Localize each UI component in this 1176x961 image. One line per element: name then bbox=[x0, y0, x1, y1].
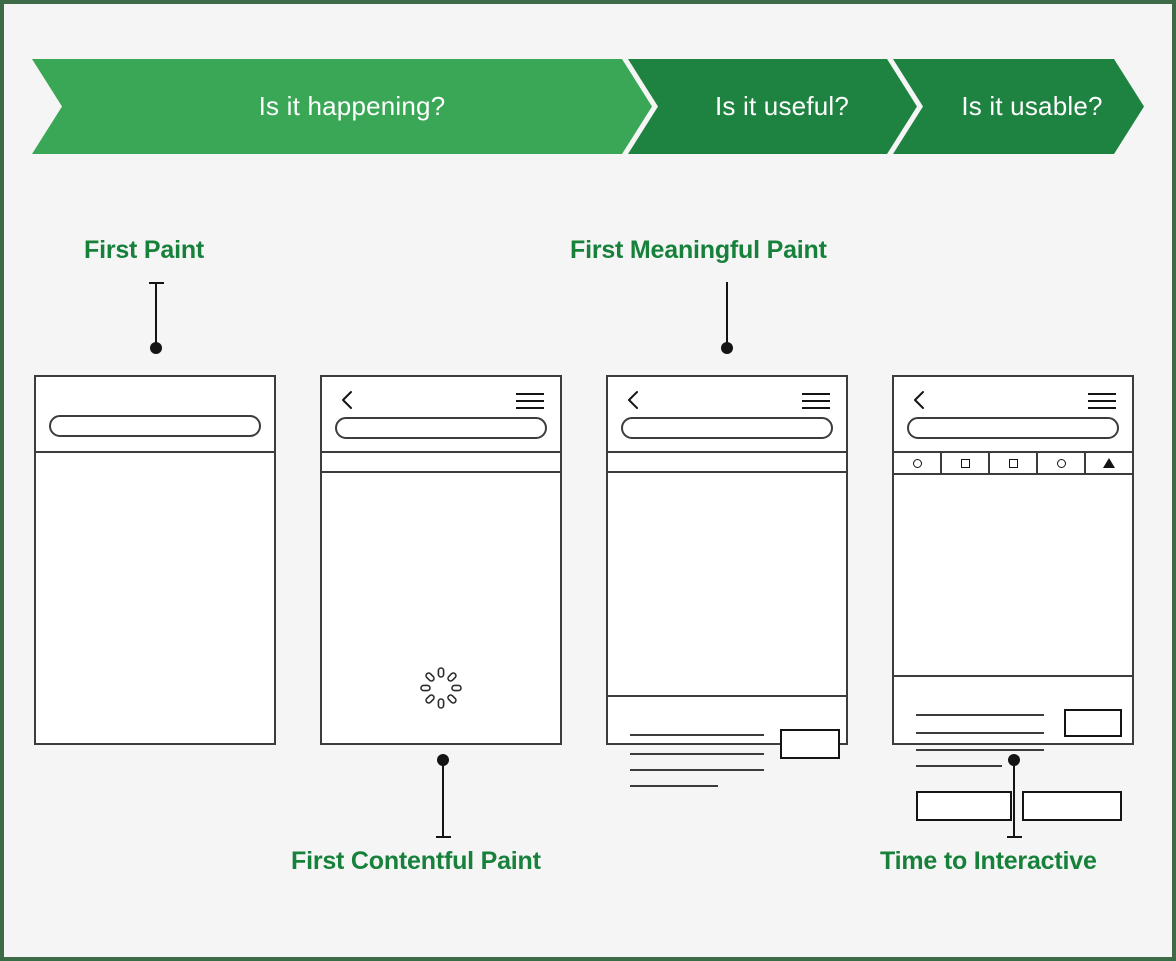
tab-bar bbox=[894, 453, 1132, 475]
content-placeholder bbox=[894, 675, 1132, 821]
tab-item-3[interactable] bbox=[990, 453, 1038, 473]
chevron-left-icon[interactable] bbox=[912, 390, 926, 410]
action-button-left[interactable] bbox=[916, 791, 1012, 821]
text-line bbox=[916, 765, 1002, 767]
phone-mockup-first-contentful-paint bbox=[320, 375, 562, 745]
search-pill-icon[interactable] bbox=[49, 415, 261, 437]
tab-item-1[interactable] bbox=[894, 453, 942, 473]
banner-segment-0-shape bbox=[32, 59, 652, 154]
triangle-icon bbox=[1103, 458, 1115, 468]
hamburger-icon[interactable] bbox=[1088, 393, 1116, 409]
hamburger-icon[interactable] bbox=[802, 393, 830, 409]
banner-label-is-it-usable: Is it usable? bbox=[961, 91, 1103, 121]
connector-line bbox=[155, 282, 157, 348]
thumbnail-box bbox=[780, 729, 840, 759]
connector-time-to-interactive bbox=[1004, 754, 1024, 840]
circle-icon bbox=[1056, 458, 1066, 468]
metric-label-first-paint: First Paint bbox=[84, 236, 205, 264]
banner-label-is-it-useful: Is it useful? bbox=[714, 91, 850, 121]
metric-label-time-to-interactive: Time to Interactive bbox=[880, 847, 1097, 875]
phone-header bbox=[608, 377, 846, 453]
search-pill-icon[interactable] bbox=[907, 417, 1119, 439]
square-icon bbox=[960, 458, 970, 468]
text-line bbox=[916, 732, 1044, 734]
chevron-left-icon[interactable] bbox=[626, 390, 640, 410]
action-button-right[interactable] bbox=[1022, 791, 1122, 821]
phase-banner: Is it happening? Is it useful? Is it usa… bbox=[32, 59, 1144, 154]
phone-mockup-first-meaningful-paint bbox=[606, 375, 848, 787]
search-pill-icon[interactable] bbox=[335, 417, 547, 439]
phone-header bbox=[36, 377, 274, 453]
tab-item-2[interactable] bbox=[942, 453, 990, 473]
phone-mockup-first-paint bbox=[34, 375, 276, 745]
connector-line bbox=[726, 282, 728, 348]
connector-line bbox=[442, 760, 444, 838]
phone-subheader-strip bbox=[608, 453, 846, 473]
chevron-left-icon[interactable] bbox=[340, 390, 354, 410]
metric-label-first-contentful-paint: First Contentful Paint bbox=[291, 847, 541, 875]
text-line bbox=[916, 714, 1044, 716]
phone-subheader-strip bbox=[322, 453, 560, 473]
text-line bbox=[916, 749, 1044, 751]
connector-cap bbox=[436, 836, 451, 838]
content-placeholder bbox=[608, 695, 846, 787]
circle-icon bbox=[912, 458, 922, 468]
hamburger-icon[interactable] bbox=[516, 393, 544, 409]
text-line bbox=[630, 753, 764, 755]
text-line bbox=[630, 734, 764, 736]
phone-mockup-time-to-interactive bbox=[892, 375, 1134, 821]
text-line bbox=[630, 785, 718, 787]
banner-segment-2-shape bbox=[893, 59, 1144, 154]
connector-first-contentful-paint bbox=[433, 754, 453, 840]
phone-header bbox=[322, 377, 560, 453]
connector-first-paint bbox=[146, 282, 166, 358]
connector-line bbox=[1013, 760, 1015, 838]
tab-item-4[interactable] bbox=[1038, 453, 1086, 473]
connector-dot bbox=[721, 342, 733, 354]
text-line bbox=[630, 769, 764, 771]
metric-label-first-meaningful-paint: First Meaningful Paint bbox=[570, 236, 827, 264]
loading-spinner-icon bbox=[418, 665, 464, 711]
banner-label-is-it-happening: Is it happening? bbox=[258, 91, 446, 121]
square-icon bbox=[1008, 458, 1018, 468]
connector-dot bbox=[150, 342, 162, 354]
search-pill-icon[interactable] bbox=[621, 417, 833, 439]
tab-item-5[interactable] bbox=[1086, 453, 1132, 473]
connector-cap bbox=[1007, 836, 1022, 838]
thumbnail-box bbox=[1064, 709, 1122, 737]
banner-segment-1-shape bbox=[628, 59, 917, 154]
phone-header bbox=[894, 377, 1132, 453]
connector-first-meaningful-paint bbox=[717, 282, 737, 358]
